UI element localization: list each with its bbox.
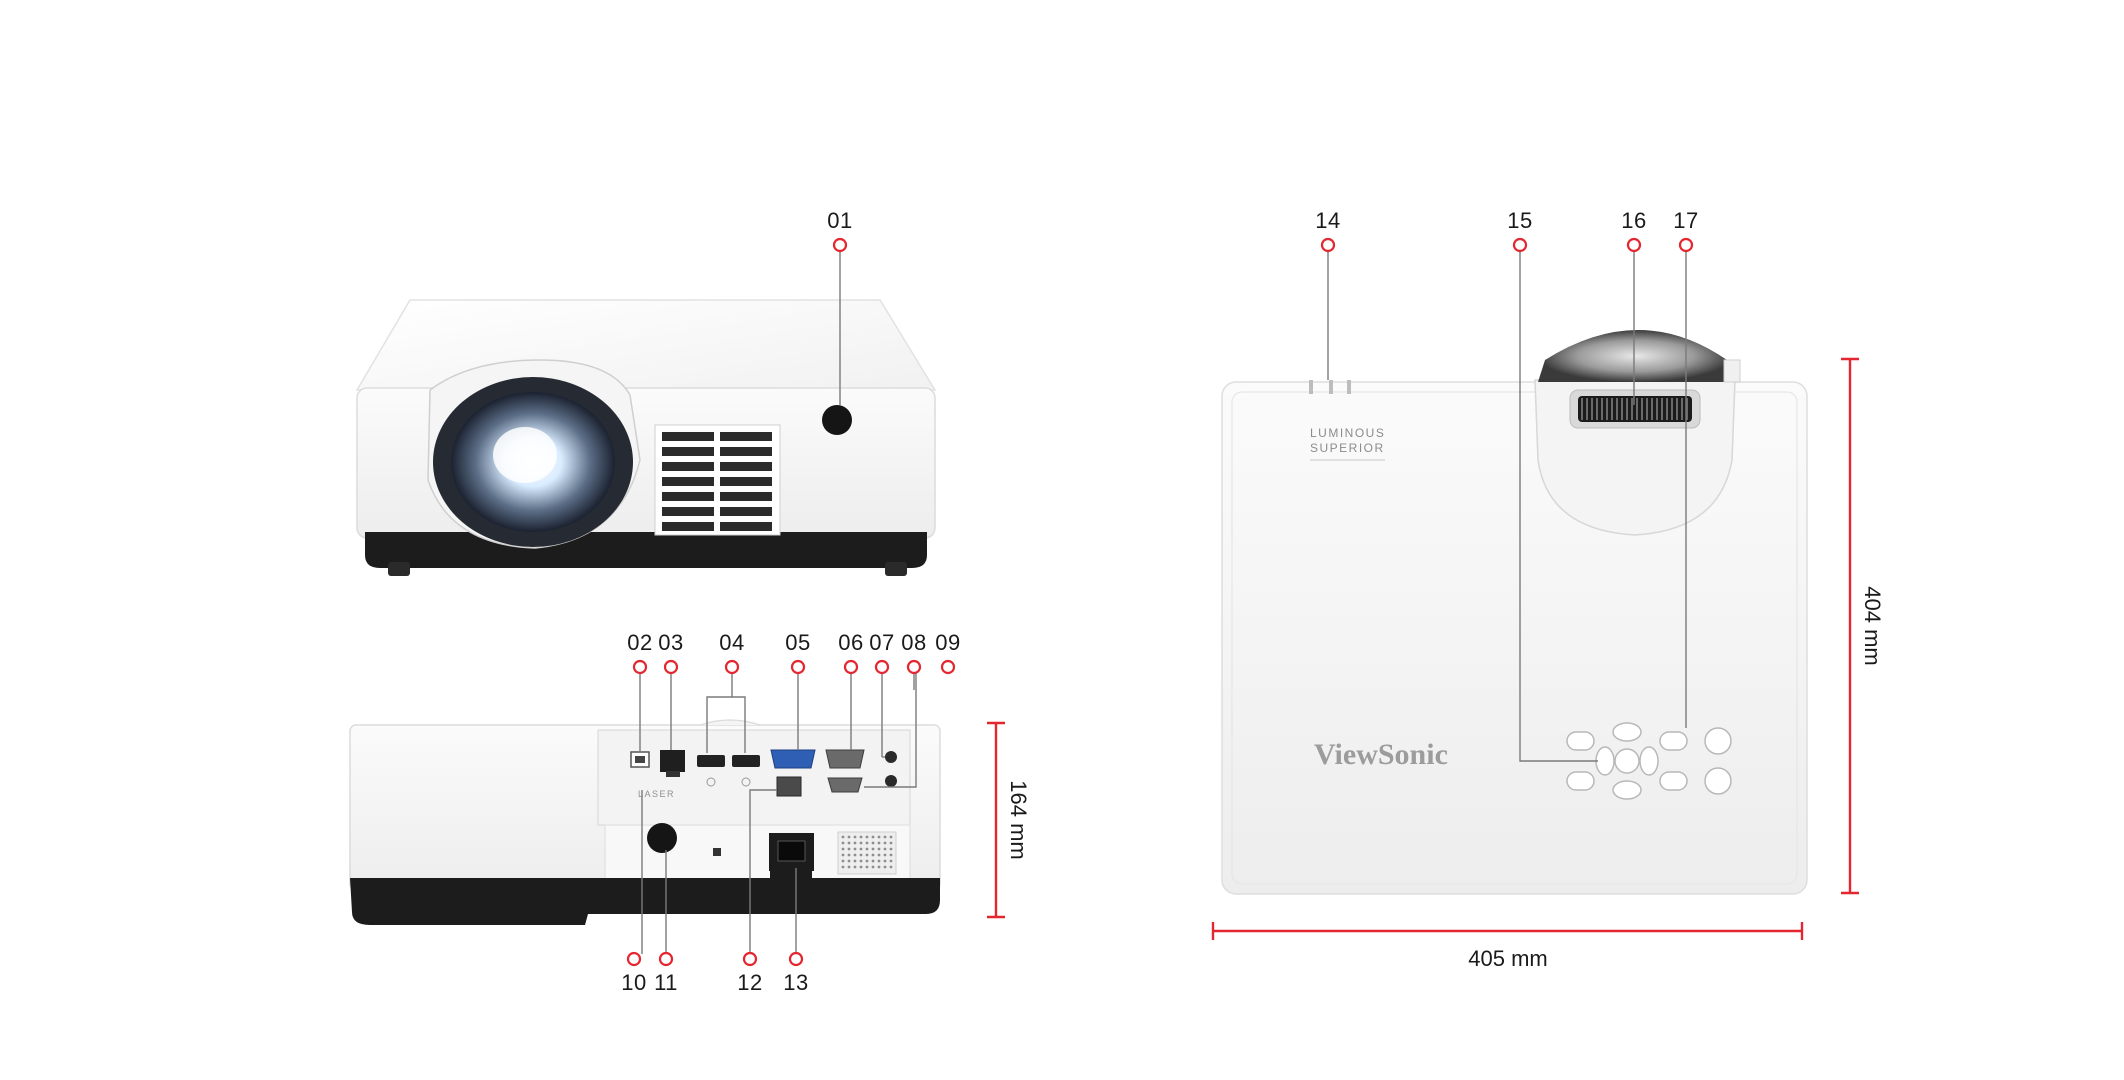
callout-10: 10 [621, 951, 646, 995]
rs232-port [827, 777, 863, 793]
callout-02: 02 [627, 630, 652, 675]
front-view [355, 299, 937, 576]
svg-text:03: 03 [658, 630, 683, 655]
callout-13: 13 [783, 951, 808, 995]
height-label: 164 mm [1006, 780, 1031, 859]
audio-in-jack [885, 751, 897, 763]
kensington-lock [713, 848, 721, 856]
svg-text:06: 06 [838, 630, 863, 655]
svg-text:16: 16 [1621, 208, 1646, 233]
svg-text:01: 01 [827, 208, 852, 233]
rear-ir-receiver [647, 823, 677, 853]
vga-out-port [825, 749, 865, 769]
svg-text:11: 11 [654, 970, 678, 995]
svg-text:07: 07 [869, 630, 894, 655]
svg-text:13: 13 [783, 970, 808, 995]
enter-button [1614, 748, 1640, 774]
hdmi-1-port [697, 755, 725, 767]
callout-11: 11 [654, 951, 678, 995]
callout-17: 17 [1673, 208, 1698, 253]
svg-text:17: 17 [1673, 208, 1698, 233]
callout-markers: 01 02 03 04 05 06 07 08 09 10 11 12 13 1… [621, 208, 1698, 995]
svg-text:04: 04 [719, 630, 744, 655]
callout-06: 06 [838, 630, 863, 675]
auto-button [1704, 767, 1732, 795]
down-button [1612, 780, 1642, 800]
depth-label: 404 mm [1860, 586, 1885, 665]
svg-text:08: 08 [901, 630, 926, 655]
brand-logo: ViewSonic [1314, 738, 1448, 771]
callout-04: 04 [719, 630, 744, 675]
dimension-width: 405 mm [1211, 922, 1804, 971]
callout-05: 05 [785, 630, 810, 675]
control-keypad [1566, 722, 1732, 800]
audio-out-jack [885, 775, 897, 787]
badge-superior: SUPERIOR [1310, 441, 1385, 455]
callout-16: 16 [1621, 208, 1646, 253]
callout-01: 01 [827, 208, 852, 253]
up-button [1612, 722, 1642, 742]
blank-button [1704, 727, 1732, 755]
svg-text:12: 12 [737, 970, 762, 995]
callout-09: 09 [935, 630, 960, 675]
dimension-height: 164 mm [987, 721, 1031, 919]
leader-lines [639, 250, 1687, 954]
svg-text:05: 05 [785, 630, 810, 655]
exit-button [1659, 771, 1688, 791]
svg-text:10: 10 [621, 970, 646, 995]
hdbaset-port [776, 776, 802, 797]
right-button [1639, 746, 1659, 776]
ir-receiver [822, 405, 852, 435]
svg-text:14: 14 [1315, 208, 1340, 233]
callout-14: 14 [1315, 208, 1340, 253]
dimension-depth: 404 mm [1841, 357, 1885, 895]
top-view: LUMINOUS SUPERIOR ViewSonic [1221, 330, 1808, 895]
width-label: 405 mm [1468, 946, 1547, 971]
svg-text:15: 15 [1507, 208, 1532, 233]
hdmi-2-port [732, 755, 760, 767]
callout-07: 07 [869, 630, 894, 675]
callout-08: 08 [901, 630, 926, 675]
rear-view: LASER [349, 719, 941, 925]
rear-ports: LASER [630, 749, 897, 906]
front-vent-grille [654, 424, 781, 536]
left-button [1595, 746, 1615, 776]
svg-text:09: 09 [935, 630, 960, 655]
vga-port [770, 749, 816, 769]
callout-03: 03 [658, 630, 683, 675]
power-button [1566, 731, 1595, 751]
source-button [1659, 731, 1688, 751]
status-leds [1309, 380, 1351, 394]
svg-text:02: 02 [627, 630, 652, 655]
rj45-port [660, 750, 685, 772]
laser-label: LASER [638, 789, 675, 799]
callout-12: 12 [737, 951, 762, 995]
badge-luminous: LUMINOUS [1310, 426, 1385, 440]
callout-15: 15 [1507, 208, 1532, 253]
menu-button [1566, 771, 1595, 791]
